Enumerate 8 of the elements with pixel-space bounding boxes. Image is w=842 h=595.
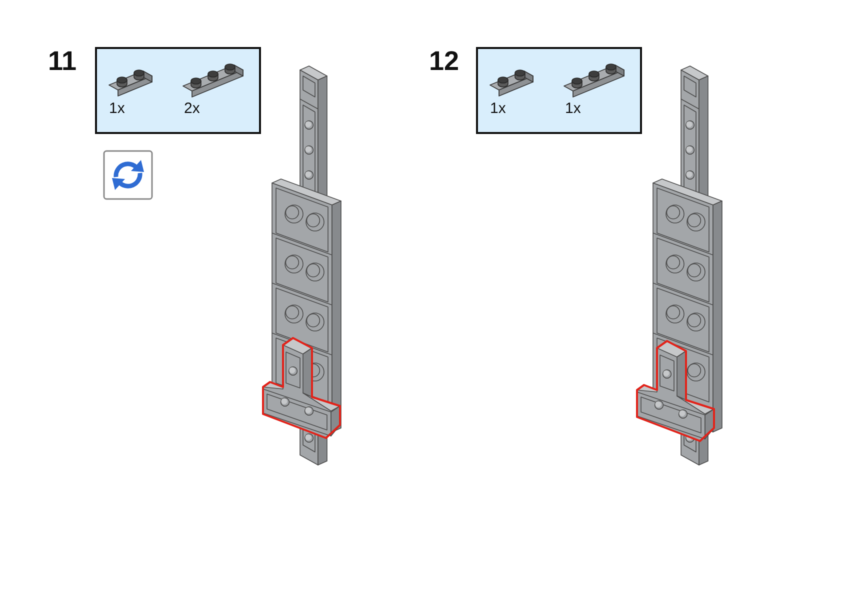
quantity-label: 1x bbox=[490, 100, 506, 117]
step-number: 12 bbox=[429, 46, 460, 76]
parts-list-box bbox=[476, 47, 642, 134]
quantity-label: 1x bbox=[565, 100, 581, 117]
step-number: 11 bbox=[48, 46, 77, 76]
quantity-label: 2x bbox=[184, 100, 200, 117]
quantity-label: 1x bbox=[109, 100, 125, 117]
parts-list-box bbox=[95, 47, 261, 134]
